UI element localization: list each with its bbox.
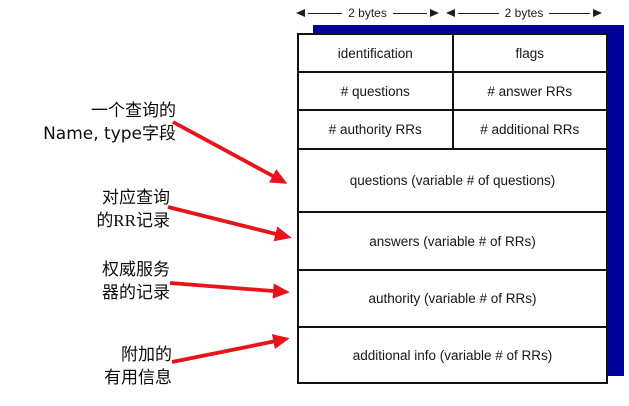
annotation-line: 的RR记录 [96,211,170,230]
cell-num-answer-rrs: # answer RRs [451,73,607,109]
table-row-authority: authority (variable # of RRs) [299,269,606,326]
table-row-identification-flags: identification flags [299,35,606,71]
annotation-line: 有用信息 [104,368,172,387]
table-row-counts-1: # questions # answer RRs [299,71,606,109]
annotation-line: 附加的 [121,345,172,364]
annotation-line: 权威服务 [102,260,170,279]
dns-message-table: identification flags # questions # answe… [297,33,608,384]
scale-line [458,12,499,14]
cell-num-additional-rrs: # additional RRs [451,111,607,148]
cell-identification: identification [337,45,413,61]
annotation-rr-records: 对应查询 的RR记录 [0,186,170,232]
cell-answers-section: answers (variable # of RRs) [369,233,536,249]
cell-questions-section: questions (variable # of questions) [349,173,556,188]
scale-line [549,12,591,14]
annotation-line: Name, type字段 [43,124,176,144]
cell-additional-info-section: additional info (variable # of RRs) [352,347,553,363]
annotation-authoritative-records: 权威服务 器的记录 [0,258,170,304]
byte-scale-left-label: 2 bytes [348,6,387,20]
arrow-to-additional-row [171,334,290,364]
arrow-to-answers-row [167,205,292,242]
byte-scale-left: 2 bytes [296,4,440,22]
scale-line [308,12,343,14]
cell-authority-section: authority (variable # of RRs) [368,291,537,306]
arrowhead-right-icon [430,9,440,17]
table-row-counts-2: # authority RRs # additional RRs [299,109,606,148]
arrow-to-authority-row [169,281,290,299]
arrowhead-left-icon [446,9,455,17]
table-row-answers: answers (variable # of RRs) [299,211,606,269]
annotation-query-name-type: 一个查询的 Name, type字段 [0,99,176,146]
annotation-line: 对应查询 [102,188,170,207]
byte-scale-right: 2 bytes [446,4,603,22]
cell-num-authority-rrs: # authority RRs [328,122,422,137]
annotation-line: 一个查询的 [91,101,176,120]
table-row-questions: questions (variable # of questions) [299,148,606,211]
arrowhead-right-icon [593,9,603,17]
annotation-additional-info: 附加的 有用信息 [0,343,172,389]
cell-flags: flags [451,35,607,71]
arrow-to-questions-row [172,120,288,184]
byte-scale-right-label: 2 bytes [504,6,544,20]
scale-line [392,12,428,14]
cell-num-questions: # questions [340,83,410,99]
arrowhead-left-icon [296,9,305,17]
table-row-additional-info: additional info (variable # of RRs) [299,326,606,382]
annotation-line: 器的记录 [102,283,170,302]
